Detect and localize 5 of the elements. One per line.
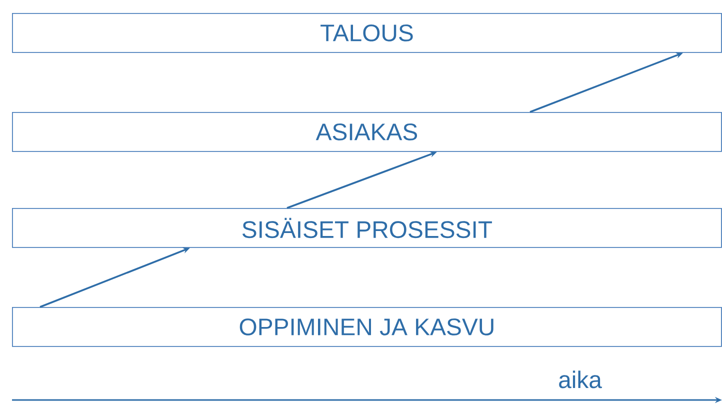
- layer-box: SISÄISET PROSESSIT: [12, 208, 722, 248]
- layer-box: TALOUS: [12, 13, 722, 53]
- axis-label: aika: [559, 370, 602, 388]
- layer-box: ASIAKAS: [12, 112, 722, 152]
- layer-box: OPPIMINEN JA KASVU: [12, 307, 722, 347]
